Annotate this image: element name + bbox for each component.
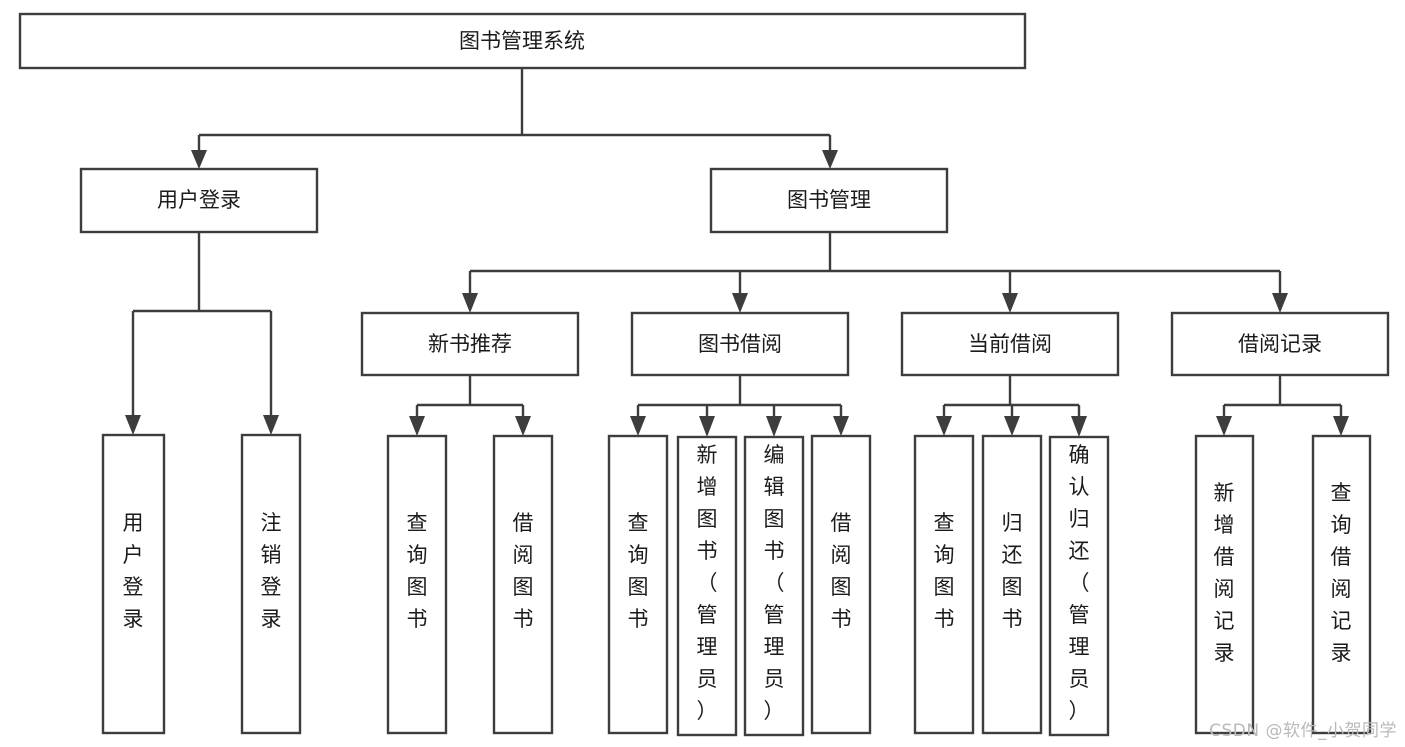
arrow-leaf-query-borrow-record (1333, 416, 1349, 436)
node-leaf-borrow-book-1-box[interactable] (492, 434, 554, 735)
node-root[interactable]: 图书管理系统 (18, 12, 1027, 70)
node-book-management-label: 图书管理 (787, 188, 871, 212)
node-leaf-user-login-label: 用户登录 (123, 511, 144, 631)
node-user-login-box[interactable] (79, 167, 319, 234)
node-leaf-return-book[interactable]: 归还图书 (981, 434, 1043, 735)
arrow-leaf-query-book-3 (936, 416, 952, 436)
node-book-management[interactable]: 图书管理 (709, 167, 949, 234)
node-leaf-query-borrow-record-box[interactable] (1311, 434, 1372, 735)
node-leaf-query-book-3-label: 查询图书 (934, 511, 955, 631)
node-leaf-query-borrow-record[interactable]: 查询借阅记录 (1311, 434, 1372, 735)
node-root-box[interactable] (18, 12, 1027, 70)
arrow-leaf-add-book-admin (699, 416, 715, 437)
node-user-login-label: 用户登录 (157, 188, 241, 212)
node-leaf-borrow-book-2-box[interactable] (810, 434, 872, 735)
node-leaf-add-borrow-record-label: 新增借阅记录 (1214, 481, 1235, 665)
arrow-leaf-edit-book-admin (766, 416, 782, 437)
node-leaf-add-book-admin-label: 新增图书（管理员） (697, 443, 718, 723)
node-leaf-edit-book-admin[interactable]: 编辑图书（管理员） (743, 435, 805, 737)
node-leaf-add-book-admin-box[interactable] (676, 435, 738, 737)
node-borrow-record[interactable]: 借阅记录 (1170, 311, 1390, 377)
arrow-leaf-query-book-2 (630, 416, 646, 436)
arrow-leaf-add-borrow-record (1216, 416, 1232, 436)
node-leaf-confirm-return-admin[interactable]: 确认归还（管理员） (1048, 435, 1110, 737)
arrow-leaf-confirm-return-admin (1071, 416, 1087, 437)
node-leaf-edit-book-admin-box[interactable] (743, 435, 805, 737)
arrow-leaf-query-book-1 (409, 416, 425, 436)
node-leaf-add-borrow-record[interactable]: 新增借阅记录 (1194, 434, 1255, 735)
node-leaf-user-login[interactable]: 用户登录 (101, 433, 166, 735)
node-leaf-query-book-3[interactable]: 查询图书 (913, 434, 975, 735)
node-leaf-return-book-label: 归还图书 (1002, 511, 1023, 631)
node-leaf-query-book-2-label: 查询图书 (628, 511, 649, 631)
node-current-borrow[interactable]: 当前借阅 (900, 311, 1120, 377)
node-leaf-edit-book-admin-label: 编辑图书（管理员） (764, 443, 785, 723)
arrow-leaf-borrow-book-2 (833, 416, 849, 436)
node-book-borrow-label: 图书借阅 (698, 332, 782, 356)
node-leaf-borrow-book-1[interactable]: 借阅图书 (492, 434, 554, 735)
node-book-borrow[interactable]: 图书借阅 (630, 311, 850, 377)
node-leaf-return-book-box[interactable] (981, 434, 1043, 735)
node-leaf-user-login-box[interactable] (101, 433, 166, 735)
node-leaf-add-borrow-record-box[interactable] (1194, 434, 1255, 735)
node-current-borrow-box[interactable] (900, 311, 1120, 377)
node-current-borrow-label: 当前借阅 (968, 332, 1052, 356)
node-leaf-logout-login-box[interactable] (240, 433, 302, 735)
arrow-to-borrow-record (1272, 293, 1288, 313)
node-book-borrow-box[interactable] (630, 311, 850, 377)
arrow-leaf-user-login (125, 415, 141, 435)
node-leaf-borrow-book-1-label: 借阅图书 (513, 511, 534, 631)
node-leaf-query-book-2[interactable]: 查询图书 (607, 434, 669, 735)
node-leaf-confirm-return-admin-label: 确认归还（管理员） (1069, 443, 1090, 723)
connector-layer (125, 68, 1349, 437)
arrow-to-new-book-recommend (462, 293, 478, 313)
node-new-book-recommend-label: 新书推荐 (428, 332, 512, 356)
node-root-label: 图书管理系统 (459, 29, 585, 53)
node-leaf-borrow-book-2-label: 借阅图书 (831, 511, 852, 631)
node-leaf-query-book-1-label: 查询图书 (407, 511, 428, 631)
arrow-leaf-return-book (1004, 416, 1020, 436)
node-user-login[interactable]: 用户登录 (79, 167, 319, 234)
node-leaf-query-borrow-record-label: 查询借阅记录 (1331, 481, 1352, 665)
node-borrow-record-label: 借阅记录 (1238, 332, 1322, 356)
node-borrow-record-box[interactable] (1170, 311, 1390, 377)
node-leaf-query-book-1[interactable]: 查询图书 (386, 434, 448, 735)
node-leaf-add-book-admin[interactable]: 新增图书（管理员） (676, 435, 738, 737)
node-leaf-confirm-return-admin-box[interactable] (1048, 435, 1110, 737)
node-new-book-recommend[interactable]: 新书推荐 (360, 311, 580, 377)
node-leaf-borrow-book-2[interactable]: 借阅图书 (810, 434, 872, 735)
arrow-leaf-logout-login (263, 415, 279, 435)
node-book-management-box[interactable] (709, 167, 949, 234)
node-leaf-logout-login[interactable]: 注销登录 (240, 433, 302, 735)
node-leaf-query-book-3-box[interactable] (913, 434, 975, 735)
arrow-leaf-borrow-book-1 (515, 416, 531, 436)
node-leaf-query-book-2-box[interactable] (607, 434, 669, 735)
node-leaf-logout-login-label: 注销登录 (261, 511, 282, 631)
node-new-book-recommend-box[interactable] (360, 311, 580, 377)
arrow-to-book-borrow (732, 293, 748, 313)
arrow-to-book-management (822, 150, 838, 169)
arrow-to-user-login (191, 150, 207, 169)
arrow-to-current-borrow (1002, 293, 1018, 313)
node-leaf-query-book-1-box[interactable] (386, 434, 448, 735)
